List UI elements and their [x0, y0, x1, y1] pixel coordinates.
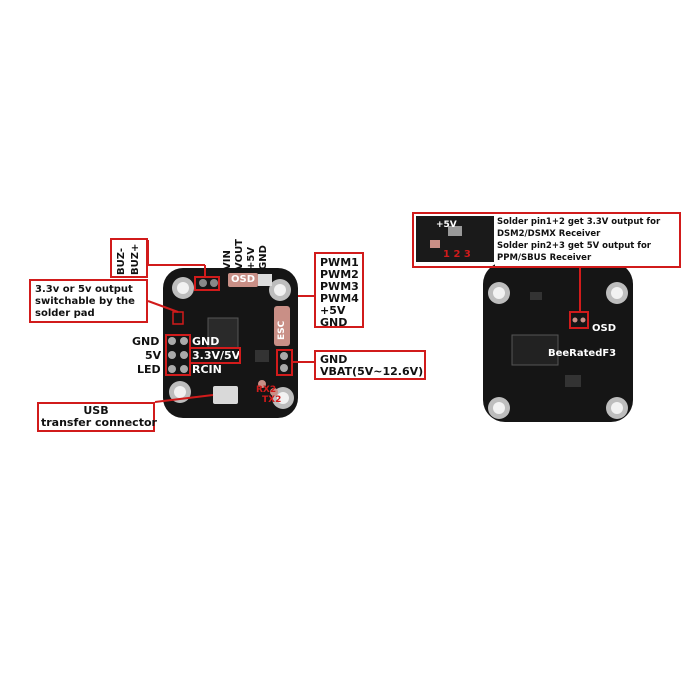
pwm-gnd-label: GND: [320, 316, 348, 329]
pwm-5v-label: +5V: [320, 304, 346, 317]
rx2-label: RX2: [256, 385, 277, 395]
osd-label: OSD: [231, 274, 256, 285]
board-gnd-label: GND: [192, 335, 220, 348]
left-callout-lines: [147, 240, 316, 403]
left-pin-gnd: GND: [132, 335, 160, 348]
plus5v-label: +5V: [246, 246, 257, 270]
vout-label: VOUT: [234, 238, 245, 270]
inset-pin-numbers: 1 2 3: [443, 249, 471, 260]
vbat-label: VBAT(5V~12.6V): [320, 365, 424, 378]
board-voltage-label: 3.3V/5V: [192, 349, 241, 362]
usb-line-2: transfer connector: [41, 416, 157, 429]
buzzer-minus-label: BUZ-: [116, 248, 127, 275]
inset-5v-label: +5V: [436, 220, 457, 230]
left-pin-led: LED: [137, 363, 161, 376]
pad-note-line-3: solder pad: [35, 308, 95, 319]
power-callout: GND VBAT(5V~12.6V): [314, 350, 426, 380]
right-flight-controller-board: [483, 262, 633, 422]
right-osd-label: OSD: [592, 323, 617, 334]
pwm3-label: PWM3: [320, 280, 359, 293]
jumper-note-callout: [412, 212, 681, 268]
pwm4-label: PWM4: [320, 292, 359, 305]
voltage-highlight-box: [189, 347, 241, 364]
tx2-label: TX2: [262, 395, 282, 405]
pad-note-callout: 3.3v or 5v output switchable by the sold…: [29, 279, 148, 323]
jumper-note-text: Solder pin1+2 get 3.3V output for DSM2/D…: [495, 214, 679, 266]
usb-line-1: USB: [83, 404, 109, 417]
pwm-callout: PWM1 PWM2 PWM3 PWM4 +5V GND: [314, 252, 364, 329]
pad-note-line-2: switchable by the: [35, 296, 135, 307]
jumper-note-line-3: Solder pin2+3 get 5V output for: [497, 241, 652, 251]
jumper-note-line-2: DSM2/DSMX Receiver: [497, 229, 601, 239]
left-pin-5v: 5V: [145, 349, 162, 362]
vin-label: VIN: [222, 250, 233, 270]
board-name-label: BeeRatedF3: [548, 348, 617, 359]
pwm1-label: PWM1: [320, 256, 359, 269]
buzzer-plus-label: BUZ+: [130, 243, 141, 275]
gnd-top-label: GND: [258, 245, 269, 270]
esc-label: ESC: [277, 320, 287, 340]
jumper-closeup-inset: [416, 216, 494, 262]
board-rcin-label: RCIN: [192, 363, 222, 376]
left-flight-controller-board: [163, 268, 298, 418]
pwm2-label: PWM2: [320, 268, 359, 281]
jumper-note-line-1: Solder pin1+2 get 3.3V output for: [497, 217, 661, 227]
jumper-note-line-4: PPM/SBUS Receiver: [497, 253, 592, 263]
power-gnd-label: GND: [320, 353, 348, 366]
buzzer-callout: [110, 238, 148, 278]
usb-callout: USB transfer connector: [37, 402, 157, 432]
pad-note-line-1: 3.3v or 5v output: [35, 284, 133, 295]
